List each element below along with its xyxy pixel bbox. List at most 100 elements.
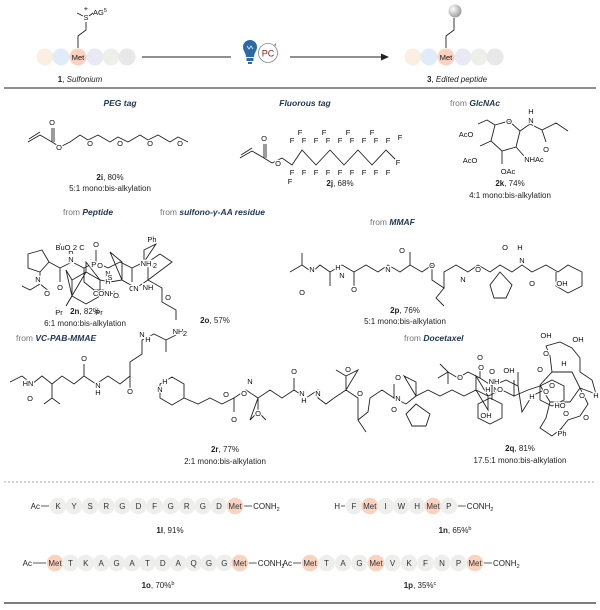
atom-label: O [147, 139, 153, 148]
residue-bead [118, 48, 136, 66]
residue-bead [139, 554, 156, 572]
atom-label: OAc [501, 167, 516, 176]
atom-label: H [162, 377, 167, 386]
met-bead [424, 497, 442, 515]
residue-bead [393, 497, 410, 515]
c-terminus: CONH2 [467, 502, 494, 513]
residue-label: Met [303, 559, 317, 568]
header-2p: from MMAF [370, 217, 416, 227]
atom-label: F [290, 168, 295, 177]
atom-label: F [314, 136, 319, 145]
met-bead [69, 48, 87, 66]
atom-label: O [117, 139, 123, 148]
section-headers: PEG tag Fluorous tag from GlcNAc from Pe… [16, 98, 500, 343]
atom-label: O [345, 365, 351, 374]
atom-label: 2 [116, 291, 120, 300]
atom-label: O [57, 283, 63, 292]
atom-label: F [374, 136, 379, 145]
atom-label: O [81, 354, 87, 363]
residue-bead [433, 554, 451, 572]
residue-bead [216, 554, 233, 572]
header-2o: from sulfono-γ-AA residue [160, 207, 265, 217]
atom-label: Pr [91, 260, 99, 269]
atom-label: H [485, 385, 490, 394]
atom-label: i [95, 306, 97, 315]
atom-label: F [362, 136, 367, 145]
residue-label: S [88, 502, 93, 511]
atom-label: O [506, 117, 512, 126]
atom-label: O [113, 291, 119, 300]
caption-2o: 2o, 57% [200, 316, 230, 325]
caption-2p: 2p, 76% [390, 306, 420, 315]
residue-label: D [136, 502, 142, 511]
atom-label: NH [173, 327, 184, 336]
residue-bead [86, 48, 104, 66]
atom-label: O [241, 389, 247, 398]
sulfonium-peptide: Met S + AG5 1, Sulfonium [36, 4, 136, 84]
residue-bead [450, 554, 467, 572]
residue-label: P [446, 502, 451, 511]
c-terminus: CONH2 [258, 559, 285, 570]
photocatalyst-label: PC [262, 49, 275, 59]
atom-label: N [105, 269, 110, 278]
residue-bead [65, 497, 83, 515]
ag-label: AG5 [93, 8, 107, 17]
atom-label: H [95, 388, 100, 397]
residue-bead [417, 554, 434, 572]
residue-label: K [83, 559, 89, 568]
atom-label: F [386, 168, 391, 177]
atom-label: O [351, 285, 357, 294]
atom-label: 2 [73, 243, 77, 252]
structure-2o [65, 251, 177, 320]
atom-label: O [475, 265, 481, 274]
residue-label: F [423, 559, 428, 568]
atom-label: O [223, 390, 229, 399]
atom-label: O [543, 145, 549, 154]
atom-label: OH [556, 279, 567, 288]
atom-label: Ph [557, 429, 566, 438]
atom-label: H [517, 243, 522, 252]
atom-label: O [291, 367, 297, 376]
atom-label: O [537, 365, 543, 374]
atom-label: N [460, 275, 465, 284]
atom-label: F [346, 128, 351, 137]
atom-label: O [497, 385, 503, 394]
met-label: Met [72, 53, 85, 62]
residue-label: Met [369, 559, 383, 568]
residue-bead [169, 554, 187, 572]
residue-label: H [414, 502, 420, 511]
atom-label: F [362, 168, 367, 177]
ratio-2n: 6:1 mono:bis-alkylation [44, 319, 126, 328]
atom-label: i [90, 258, 92, 267]
atom-label: N [315, 389, 320, 398]
sulfur-atom: S [83, 13, 88, 22]
atom-label: O [165, 293, 171, 302]
structure-2j [239, 144, 397, 166]
header-2r: from VC-PAB-MMAE [16, 333, 96, 343]
atom-label: F [386, 136, 391, 145]
residue-bead [77, 554, 95, 572]
atom-label: F [338, 136, 343, 145]
atom-label: F [326, 168, 331, 177]
residue-label: R [184, 502, 190, 511]
atom-label: O [275, 159, 281, 168]
atom-label: O [549, 381, 555, 390]
atom-label: O [44, 289, 50, 298]
atom-label: O [429, 261, 435, 270]
product-label: 3, Edited peptide [427, 75, 488, 84]
n-terminus: Ac [23, 559, 32, 568]
residue-label: N [439, 559, 445, 568]
atom-label: F [350, 136, 355, 145]
atom-label: CONH [93, 289, 115, 298]
atom-label: F [298, 128, 303, 137]
met-bead [437, 48, 455, 66]
atom-label: F [374, 168, 379, 177]
atom-label: O [502, 243, 508, 252]
caption-2r: 2r, 77% [211, 445, 239, 454]
ratio-2r: 2:1 mono:bis-alkylation [184, 457, 266, 466]
atom-label: H [145, 335, 150, 344]
residue-bead [440, 497, 458, 515]
n-terminus: H [334, 502, 340, 511]
caption-2n: 2n, 82% [70, 307, 100, 316]
atom-label: N [247, 377, 252, 386]
